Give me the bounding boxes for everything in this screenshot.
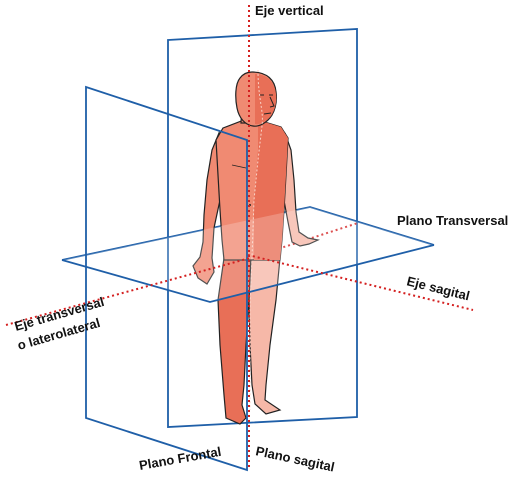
- frontal-plane: [85, 85, 248, 472]
- label-sagittal-plane: Plano sagital: [254, 443, 336, 474]
- transverse-axis-front: [5, 257, 251, 326]
- transverse-plane-front: [61, 244, 435, 303]
- sagittal-axis: [247, 254, 474, 311]
- transverse-plane-fill: [62, 207, 434, 302]
- left-arm: [192, 130, 225, 285]
- chest-line: [231, 164, 247, 169]
- torso-shade: [254, 120, 288, 260]
- human-figure: [192, 69, 320, 425]
- label-transverse-plane: Plano Transversal: [397, 213, 508, 228]
- label-vertical-axis: Eje vertical: [255, 3, 324, 18]
- sagittal-plane: [167, 28, 358, 428]
- face-shade: [255, 74, 277, 125]
- mouth: [263, 112, 272, 115]
- transverse-plane-back: [61, 206, 435, 261]
- nose: [269, 96, 275, 108]
- label-sagittal-axis: Eje sagital: [405, 273, 471, 303]
